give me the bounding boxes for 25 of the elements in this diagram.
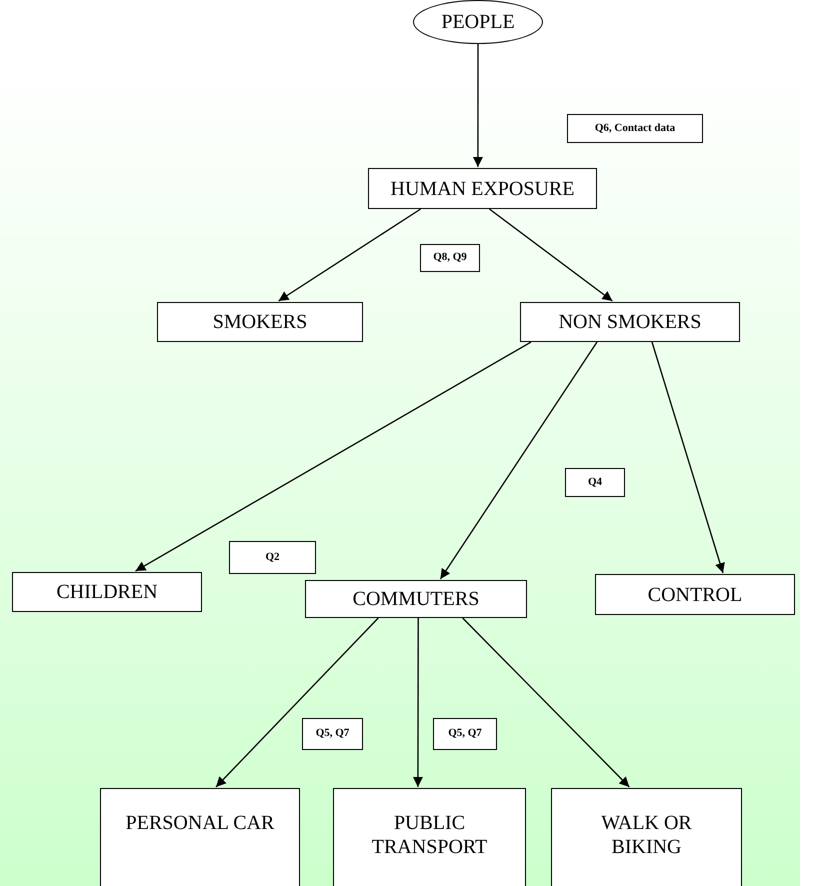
process-box: NON SMOKERS xyxy=(520,302,740,342)
question-tag: Q5, Q7 xyxy=(302,718,363,750)
arrow xyxy=(278,208,422,302)
process-box: PUBLIC TRANSPORT xyxy=(333,788,526,886)
arrow xyxy=(216,618,379,788)
question-tag: Q6, Contact data xyxy=(567,114,703,143)
arrow xyxy=(651,342,725,574)
arrow xyxy=(440,342,598,580)
oval-node: PEOPLE xyxy=(413,0,543,44)
question-tag: Q8, Q9 xyxy=(420,244,480,272)
process-box: WALK OR BIKING xyxy=(551,788,742,886)
question-tag: Q4 xyxy=(565,468,625,497)
arrow xyxy=(412,618,423,787)
process-box: PERSONAL CAR xyxy=(100,788,300,886)
process-box: HUMAN EXPOSURE xyxy=(368,168,597,209)
arrow xyxy=(488,208,613,302)
process-box: SMOKERS xyxy=(157,302,363,342)
question-tag: Q5, Q7 xyxy=(433,718,497,750)
process-box: COMMUTERS xyxy=(305,580,527,618)
process-box: CONTROL xyxy=(595,574,795,615)
question-tag: Q2 xyxy=(229,541,316,574)
arrow xyxy=(462,618,630,788)
process-box: CHILDREN xyxy=(12,572,202,612)
arrow xyxy=(472,44,483,167)
arrow xyxy=(135,341,532,572)
